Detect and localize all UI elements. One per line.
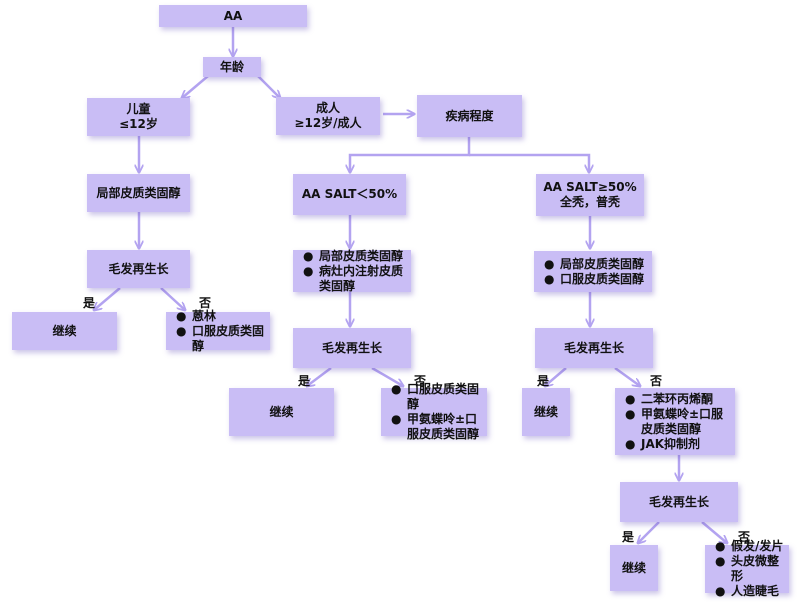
node-severity-label: 疾病程度 bbox=[445, 108, 494, 123]
list-item: ●口服皮质类固醇 bbox=[176, 324, 270, 354]
node-aa-label: AA bbox=[223, 8, 243, 23]
list-item-text: 局部皮质类固醇 bbox=[319, 248, 404, 263]
node-low-regrowth-label: 毛发再生长 bbox=[321, 340, 382, 355]
node-high-continue-label: 继续 bbox=[533, 404, 558, 419]
list-item: ●甲氨蝶呤±口服皮质类固醇 bbox=[391, 412, 487, 442]
node-low-continue-label: 继续 bbox=[269, 404, 294, 419]
label-no-final: 否 bbox=[738, 530, 751, 544]
list-item-text: JAK抑制剂 bbox=[641, 436, 701, 451]
node-child: 儿童 ≤12岁 bbox=[87, 98, 190, 136]
node-low-regrowth: 毛发再生长 bbox=[293, 328, 411, 368]
label-yes-low: 是 bbox=[298, 374, 311, 388]
node-salt-low-label: AA SALT＜50% bbox=[301, 187, 398, 201]
list-item: ●JAK抑制剂 bbox=[625, 436, 701, 451]
edge-high-yes bbox=[545, 367, 567, 386]
node-child-continue-label: 继续 bbox=[52, 323, 77, 338]
list-item-text: 二苯环丙烯酮 bbox=[641, 391, 714, 406]
list-item: ●局部皮质类固醇 bbox=[544, 256, 645, 271]
node-salt-low: AA SALT＜50% bbox=[293, 174, 406, 215]
node-high-continue: 继续 bbox=[522, 388, 570, 436]
label-no-child: 否 bbox=[199, 296, 212, 310]
node-low-continue: 继续 bbox=[229, 388, 334, 436]
node-adult: 成人 ≥12岁/成人 bbox=[276, 97, 380, 135]
node-high-regrowth-label: 毛发再生长 bbox=[563, 340, 624, 355]
node-child-line-2: ≤12岁 bbox=[119, 117, 158, 131]
edge-severity-low bbox=[350, 136, 471, 172]
list-item-text: 口服皮质类固醇 bbox=[560, 271, 645, 286]
edge-age-adult bbox=[257, 75, 280, 98]
list-item-text: 口服皮质类固醇 bbox=[192, 323, 265, 353]
list-item: ●甲氨蝶呤±口服皮质类固醇 bbox=[625, 407, 735, 437]
node-low-no-list: ●口服皮质类固醇 ●甲氨蝶呤±口服皮质类固醇 bbox=[381, 382, 487, 441]
node-child-no-list: ●蒽林 ●口服皮质类固醇 bbox=[166, 308, 270, 353]
list-item-text: 假发/发片 bbox=[731, 539, 784, 553]
edge-child-yes bbox=[94, 287, 121, 310]
edge-age-child bbox=[182, 75, 209, 98]
label-yes-high: 是 bbox=[537, 374, 550, 388]
edge-low-yes bbox=[307, 367, 332, 386]
node-salt-high: AA SALT≥50% 全秃，普秃 bbox=[536, 174, 644, 216]
label-no-low: 否 bbox=[414, 374, 427, 388]
node-salt-high-line-2: 全秃，普秃 bbox=[559, 195, 620, 209]
node-age: 年龄 bbox=[203, 57, 261, 77]
list-item: ●人造睫毛 bbox=[715, 584, 780, 598]
edge-low-no bbox=[371, 366, 403, 386]
node-low-list: ●局部皮质类固醇 ●病灶内注射皮质类固醇 bbox=[293, 248, 411, 294]
edge-severity-high bbox=[469, 153, 589, 172]
list-item: ●口服皮质类固醇 bbox=[391, 382, 487, 412]
node-child-line-1: 儿童 bbox=[126, 102, 151, 116]
list-item-text: 局部皮质类固醇 bbox=[560, 256, 645, 271]
edge-final-no bbox=[701, 521, 727, 543]
node-child-regrowth-label: 毛发再生长 bbox=[108, 261, 169, 276]
node-high-regrowth: 毛发再生长 bbox=[535, 328, 653, 368]
list-item-text: 蒽林 bbox=[192, 308, 217, 323]
node-child-topical-label: 局部皮质类固醇 bbox=[96, 185, 181, 200]
node-child-topical: 局部皮质类固醇 bbox=[87, 174, 190, 212]
list-item: ●假发/发片 bbox=[715, 539, 784, 553]
node-aa: AA bbox=[159, 5, 307, 27]
node-final-continue: 继续 bbox=[610, 545, 658, 591]
node-high-list: ●局部皮质类固醇 ●口服皮质类固醇 bbox=[534, 251, 652, 292]
list-item: ●二苯环丙烯酮 bbox=[625, 391, 714, 406]
list-item-text: 病灶内注射皮质类固醇 bbox=[319, 263, 404, 293]
node-final-no-list: ●假发/发片 ●头皮微整形 ●人造睫毛 bbox=[705, 539, 789, 598]
list-item-text: 甲氨蝶呤±口服皮质类固醇 bbox=[407, 412, 480, 441]
list-item-text: 口服皮质类固醇 bbox=[407, 382, 480, 411]
label-yes-child: 是 bbox=[83, 296, 96, 310]
label-no-high: 否 bbox=[650, 374, 663, 388]
list-item: ●病灶内注射皮质类固醇 bbox=[303, 264, 411, 294]
edge-child-no bbox=[160, 287, 185, 310]
node-adult-line-2: ≥12岁/成人 bbox=[294, 116, 362, 130]
list-item: ●口服皮质类固醇 bbox=[544, 271, 645, 286]
list-item: ●蒽林 bbox=[176, 308, 217, 323]
node-final-continue-label: 继续 bbox=[621, 560, 646, 575]
node-salt-high-line-1: AA SALT≥50% bbox=[543, 180, 637, 194]
list-item: ●局部皮质类固醇 bbox=[303, 248, 404, 263]
node-final-regrowth: 毛发再生长 bbox=[620, 482, 738, 522]
list-item-text: 甲氨蝶呤±口服皮质类固醇 bbox=[641, 406, 724, 436]
node-child-regrowth: 毛发再生长 bbox=[87, 250, 190, 288]
node-high-no-list: ●二苯环丙烯酮 ●甲氨蝶呤±口服皮质类固醇 ●JAK抑制剂 bbox=[615, 388, 735, 455]
edge-final-yes bbox=[638, 521, 660, 543]
label-yes-final: 是 bbox=[622, 530, 635, 544]
list-item-text: 人造睫毛 bbox=[731, 584, 780, 598]
list-item: ●头皮微整形 bbox=[715, 554, 789, 584]
node-final-regrowth-label: 毛发再生长 bbox=[648, 494, 709, 509]
node-child-continue: 继续 bbox=[12, 312, 117, 350]
node-age-label: 年龄 bbox=[219, 59, 244, 74]
list-item-text: 头皮微整形 bbox=[731, 554, 780, 583]
node-adult-line-1: 成人 bbox=[315, 101, 340, 115]
node-severity: 疾病程度 bbox=[417, 95, 522, 137]
edge-high-no bbox=[614, 366, 640, 386]
